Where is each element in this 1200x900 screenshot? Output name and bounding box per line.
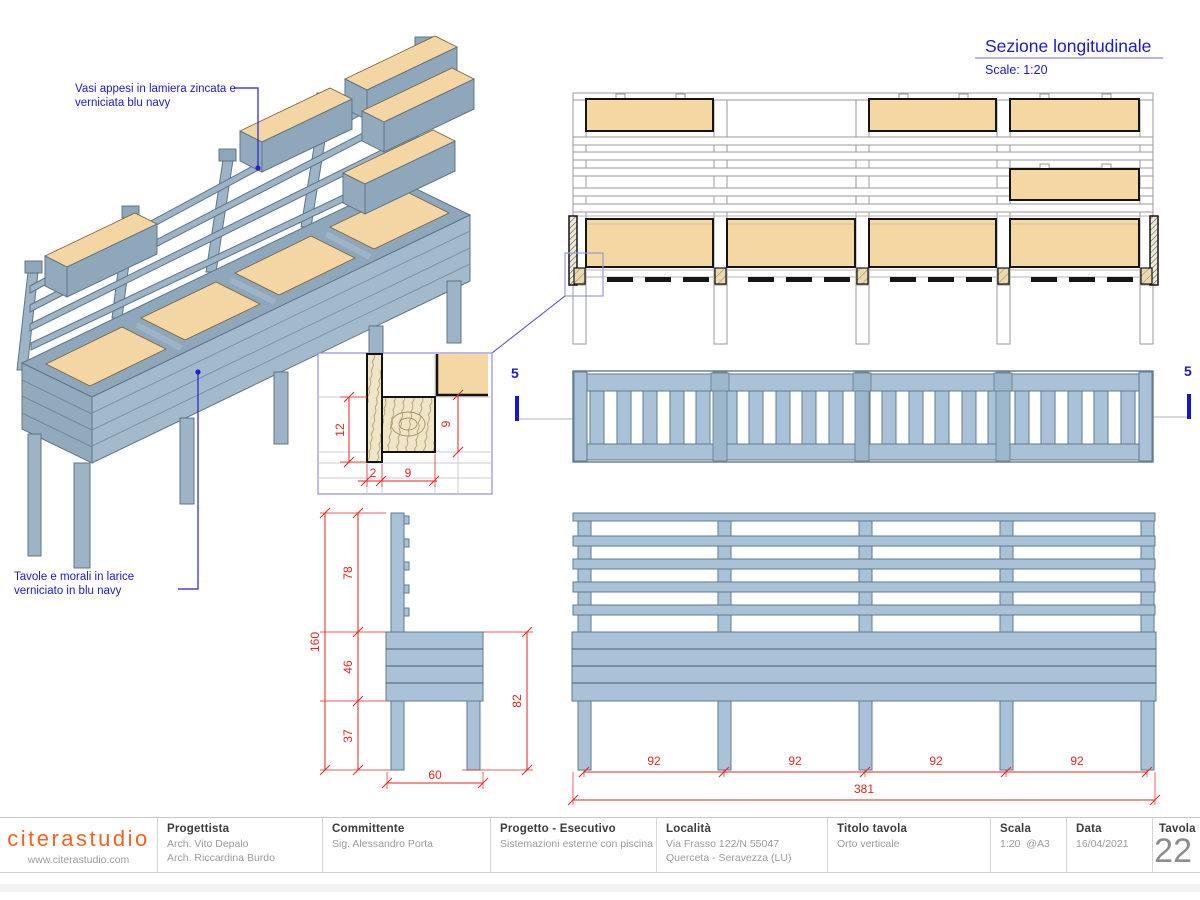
dim-9v: 9 [439,420,453,427]
progetto-value: Sistemazioni esterne con piscina [500,838,653,850]
side-elevation: 160 78 46 37 82 60 [308,507,533,789]
marker-bar [1187,394,1191,419]
scala-label: Scala [1000,823,1032,835]
annotation-vasi: Vasi appesi in lamiera zincata e vernici… [75,83,261,171]
annotation-text: Vasi appesi in lamiera zincata e [75,83,236,95]
title-block: citerastudio www.citerastudio.com Proget… [0,817,1200,873]
dim-92-4: 92 [1070,754,1084,768]
data-value: 16/04/2021 [1076,838,1129,850]
dim-46: 46 [341,660,355,674]
front-elevation: 92 92 92 92 381 [567,512,1161,806]
cell-titolo: Titolo tavola Orto verticale [827,818,990,872]
top-cap-rail [572,92,1154,101]
cell-committente: Committente Sig. Alessandro Porta [322,818,490,872]
annotation-text: verniciato in blu navy [14,585,122,597]
plan-slats [589,379,1136,453]
progettista-value-1: Arch. Vito Depalo [167,838,249,850]
progettista-label: Progettista [167,823,230,835]
soil-panels [45,190,450,387]
titolo-value: Orto verticale [837,838,900,850]
cell-progetto: Progetto - Esecutivo Sistemazioni estern… [490,818,656,872]
titolo-label: Titolo tavola [837,823,908,835]
leader-dot [255,165,261,171]
dim-60: 60 [428,768,442,782]
cell-progettista: Progettista Arch. Vito Depalo Arch. Ricc… [157,818,322,872]
detail-callout-box [564,252,604,297]
tavola-number: 22 [1154,832,1192,870]
hanging-vases [44,35,475,298]
longitudinal-section [491,92,1159,354]
data-label: Data [1076,823,1102,835]
plan-end-right [1138,371,1153,462]
footer-band [0,884,1200,892]
detail-leader [491,295,566,354]
studio-website[interactable]: www.citerastudio.com [27,854,130,866]
cell-data: Data 16/04/2021 [1066,818,1152,872]
committente-label: Committente [332,823,405,835]
front-cap-rail [572,512,1156,522]
localita-label: Località [666,823,712,835]
dim-2: 2 [370,466,377,480]
dim-381: 381 [854,782,874,796]
section-title: Sezione longitudinale [985,36,1151,56]
dim-160: 160 [308,632,322,652]
progetto-label: Progetto - Esecutivo [500,823,616,835]
plan-view [572,370,1154,463]
cell-scala: Scala 1:20 @A3 [990,818,1066,872]
marker-bar [515,396,519,421]
detail-plank [366,353,383,463]
dim-12: 12 [333,423,347,437]
section-hanging-planters [585,93,1140,201]
annotation-tavole: Tavole e morali in larice verniciato in … [14,369,201,597]
dim-92-1: 92 [647,754,661,768]
logo-cell: citerastudio www.citerastudio.com [0,818,157,872]
committente-value: Sig. Alessandro Porta [332,838,433,850]
studio-logo: citerastudio [7,826,150,851]
dim-37: 37 [341,729,355,743]
detail-drawing: 12 9 2 9 [317,352,493,495]
sheet-title: Sezione longitudinale Scale: 1:20 [975,36,1163,77]
dim-92-2: 92 [788,754,802,768]
dim-82: 82 [510,694,524,708]
dim-9h: 9 [405,466,412,480]
cell-localita: Località Via Frasso 122/N 55047 Querceta… [656,818,827,872]
tavola-label: Tavola [1159,823,1196,835]
bottom-slat-dashes [607,277,1133,282]
cell-tavola: Tavola 22 [1152,818,1200,872]
leader-dot [195,369,201,375]
end-plate-right [1149,215,1159,286]
section-scale: Scale: 1:20 [985,63,1048,77]
plan-bay-posts [710,371,1013,462]
plan-end-left [573,371,588,462]
morale-hatch-squares [573,267,1153,285]
side-post [390,512,405,633]
annotation-text: Tavole e morali in larice [14,571,134,583]
detail-soil [437,354,488,395]
localita-value-1: Via Frasso 122/N 55047 [666,838,780,850]
drawing-canvas: Sezione longitudinale Scale: 1:20 [14,35,1192,806]
scala-paper: @A3 [1026,838,1050,850]
marker-label: 5 [511,365,519,381]
localita-value-2: Querceta - Seravezza (LU) [666,852,792,865]
progettista-value-2: Arch. Riccardina Burdo [167,852,275,865]
section-base-planters [585,218,1140,268]
annotation-text: verniciata blu navy [75,97,170,109]
end-plate-left [568,215,578,286]
dim-92-3: 92 [929,754,943,768]
detail-board [381,396,436,453]
scala-value: 1:20 [1000,838,1021,850]
marker-label: 5 [1184,363,1192,379]
dim-78: 78 [341,566,355,580]
isometric-view [16,35,475,569]
